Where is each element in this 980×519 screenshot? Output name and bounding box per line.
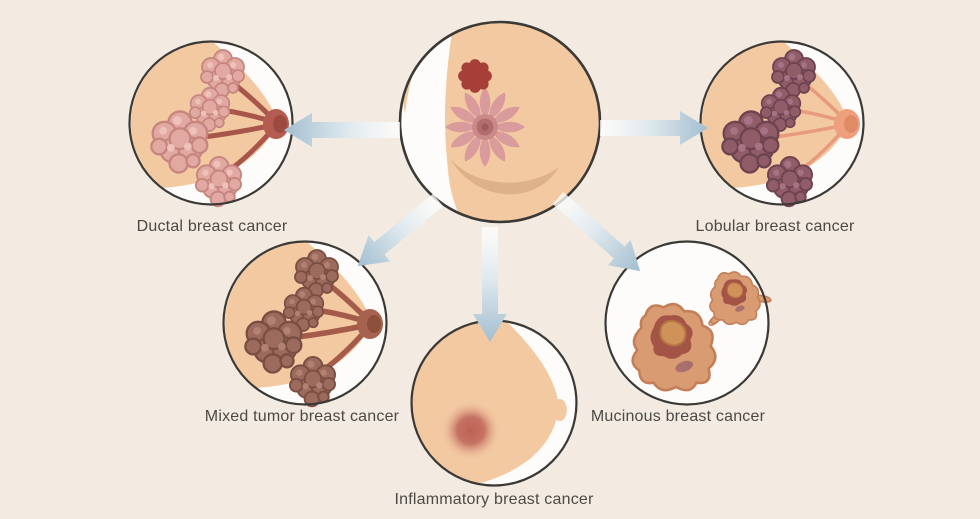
mucinous-breast-illustration [604, 240, 772, 406]
tumor-icon [458, 59, 492, 93]
nipple-icon [472, 114, 498, 140]
mucinous-cell-large-icon [631, 302, 717, 392]
inflamed-spot-icon [440, 399, 502, 461]
label-lobular: Lobular breast cancer [695, 218, 855, 235]
underbreast-fold [449, 157, 559, 195]
label-mucinous: Mucinous breast cancer [590, 408, 766, 425]
node-inflammatory-breast-cancer [408, 317, 580, 489]
arrow-to-lobular [600, 111, 708, 145]
arrow-to-ductal [284, 113, 400, 147]
mixed-tumor-breast-illustration [220, 238, 390, 408]
lobular-breast-illustration [697, 38, 867, 208]
label-ductal: Ductal breast cancer [136, 218, 288, 235]
breast-overview-illustration [398, 20, 602, 224]
label-inflammatory: Inflammatory breast cancer [394, 491, 594, 508]
node-mixed-tumor-breast-cancer [220, 238, 390, 408]
node-mucinous-breast-cancer [602, 238, 772, 408]
arm-shape [400, 22, 437, 114]
inflammatory-breast-illustration [410, 319, 578, 487]
nipple-bump [552, 398, 567, 422]
node-ductal-breast-cancer [126, 38, 296, 208]
mucinous-cell-small-icon [708, 271, 772, 326]
node-breast-overview [397, 19, 603, 225]
label-mixed-tumor: Mixed tumor breast cancer [204, 408, 400, 425]
node-lobular-breast-cancer [697, 38, 867, 208]
ductal-breast-illustration [126, 38, 296, 208]
